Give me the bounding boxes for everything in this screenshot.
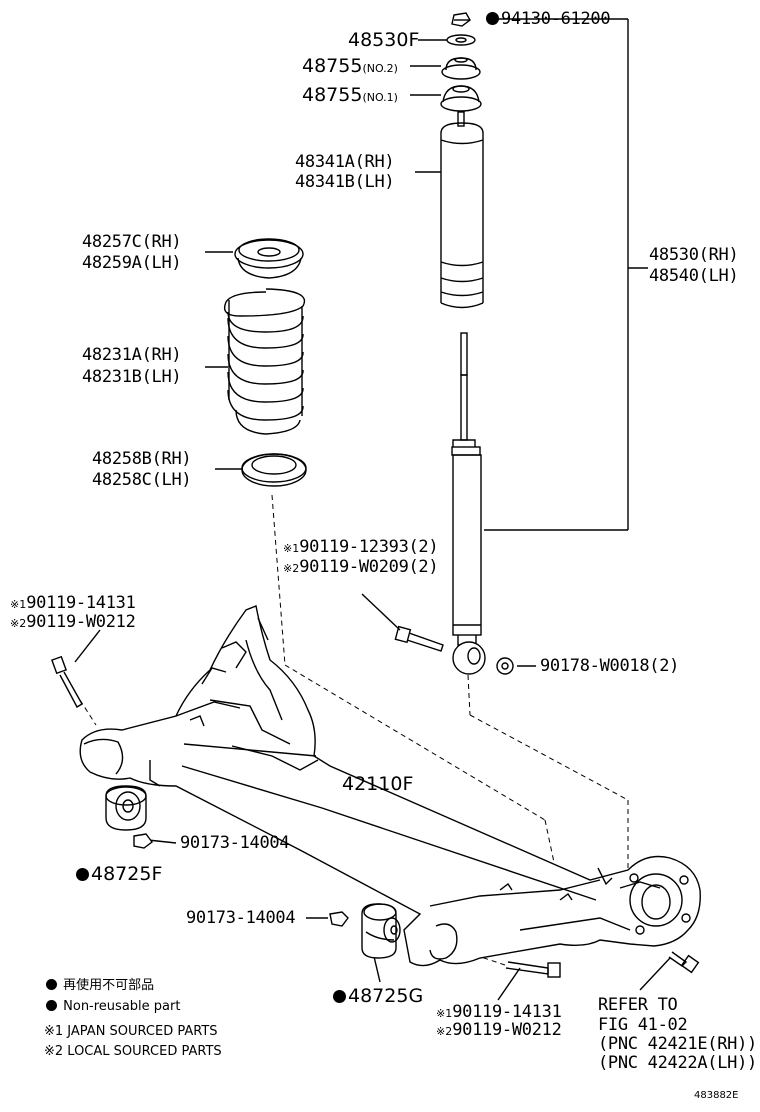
legend-text: Non-reusable part (63, 999, 181, 1014)
non-reusable-dot-icon (46, 979, 57, 990)
part-number: 90119-W0212 (26, 612, 136, 632)
refer-line-4[interactable]: (PNC 42422A(LH)) (598, 1053, 757, 1073)
non-reusable-dot-icon (333, 990, 346, 1003)
part-label-48725f[interactable]: 48725F (76, 864, 162, 884)
bushing-left-icon (105, 785, 147, 831)
non-reusable-dot-icon (486, 12, 499, 25)
part-number: 90119-12393(2) (299, 537, 439, 557)
dust-boot-icon (440, 111, 484, 309)
part-label-90119-14131-left[interactable]: ※190119-14131 (10, 593, 136, 615)
part-label-90119-14131-bottom[interactable]: ※190119-14131 (436, 1002, 562, 1024)
part-label-48540[interactable]: 48540(LH) (649, 266, 739, 286)
mark-1: ※1 (436, 1007, 453, 1020)
part-label-42110f[interactable]: 42110F (342, 773, 414, 795)
legend-non-reusable-en: Non-reusable part (46, 997, 180, 1017)
legend-non-reusable-jp: 再使用不可部品 (46, 976, 154, 996)
nut-right-icon (329, 911, 349, 927)
shock-absorber-icon (451, 332, 486, 675)
part-label-48755-no1[interactable]: 48755(NO.1) (302, 85, 398, 108)
non-reusable-dot-icon (46, 1000, 57, 1011)
part-number: 90119-14131 (452, 1002, 562, 1022)
legend-text: 再使用不可部品 (63, 978, 155, 993)
part-label-48231b[interactable]: 48231B(LH) (82, 367, 182, 387)
insulator-icon (446, 34, 476, 46)
part-label-90119-12393[interactable]: ※190119-12393(2) (283, 537, 439, 559)
leader-lines (74, 18, 671, 1001)
part-label-48530[interactable]: 48530(RH) (649, 245, 739, 265)
nut-left-icon (133, 833, 153, 849)
bolt-upper-icon (394, 625, 444, 652)
part-number: 90119-W0209(2) (299, 557, 439, 577)
refer-line-1[interactable]: REFER TO (598, 995, 678, 1015)
part-number: 94130-61200 (501, 9, 611, 29)
dashed-guides (79, 494, 661, 966)
lower-spring-seat-icon (241, 453, 307, 487)
part-label-90173-14004-right[interactable]: 90173-14004 (186, 908, 296, 928)
axle-beam-icon (79, 605, 701, 967)
part-label-90178-w0018[interactable]: 90178-W0018(2) (540, 656, 680, 676)
part-number: 48725F (91, 863, 163, 885)
part-label-90119-w0209[interactable]: ※290119-W0209(2) (283, 557, 439, 579)
part-note: (NO.1) (362, 91, 398, 104)
bushing-right-icon (361, 903, 401, 959)
nut-top-icon (451, 12, 471, 27)
part-number: 90119-14131 (26, 593, 136, 613)
nut-lower-icon (496, 657, 514, 675)
refer-line-2[interactable]: FIG 41-02 (598, 1015, 688, 1035)
part-number: 48755 (302, 55, 363, 77)
mark-1: ※1 (10, 598, 27, 611)
part-label-90119-w0212-left[interactable]: ※290119-W0212 (10, 612, 136, 634)
bolt-left-icon (51, 655, 83, 708)
part-label-48725g[interactable]: 48725G (333, 986, 423, 1006)
part-number: 48755 (302, 84, 363, 106)
part-label-48258b[interactable]: 48258B(RH) (92, 449, 192, 469)
mark-1: ※1 (283, 542, 300, 555)
part-label-90119-w0212-bottom[interactable]: ※290119-W0212 (436, 1020, 562, 1042)
part-label-48341a[interactable]: 48341A(RH) (295, 152, 395, 172)
illustration-reference-number: 483882E (694, 1090, 739, 1101)
mark-2: ※2 (10, 617, 27, 630)
legend-local-sourced: ※2 LOCAL SOURCED PARTS (44, 1044, 222, 1059)
bolt-bottom-icon (505, 961, 561, 978)
mark-2: ※2 (436, 1025, 453, 1038)
part-label-48257c[interactable]: 48257C(RH) (82, 232, 182, 252)
part-note: (NO.2) (362, 62, 398, 75)
upper-spring-seat-icon (234, 238, 304, 279)
part-number: 48725G (348, 985, 424, 1007)
part-label-48258c[interactable]: 48258C(LH) (92, 470, 192, 490)
refer-line-3[interactable]: (PNC 42421E(RH)) (598, 1034, 757, 1054)
part-label-94130-61200[interactable]: 94130-61200 (486, 9, 611, 29)
support-no2-icon (441, 57, 481, 80)
part-number: 90119-W0212 (452, 1020, 562, 1040)
non-reusable-dot-icon (76, 868, 89, 881)
part-label-48341b[interactable]: 48341B(LH) (295, 172, 395, 192)
part-label-90173-14004-left[interactable]: 90173-14004 (180, 833, 290, 853)
part-label-48231a[interactable]: 48231A(RH) (82, 345, 182, 365)
part-label-48259a[interactable]: 48259A(LH) (82, 253, 182, 273)
part-label-48530f[interactable]: 48530F (348, 29, 420, 51)
bolt-right-icon (668, 951, 700, 974)
legend-japan-sourced: ※1 JAPAN SOURCED PARTS (44, 1024, 218, 1039)
coil-spring-icon (223, 288, 306, 435)
support-no1-icon (440, 85, 482, 112)
part-label-48755-no2[interactable]: 48755(NO.2) (302, 56, 398, 79)
mark-2: ※2 (283, 562, 300, 575)
